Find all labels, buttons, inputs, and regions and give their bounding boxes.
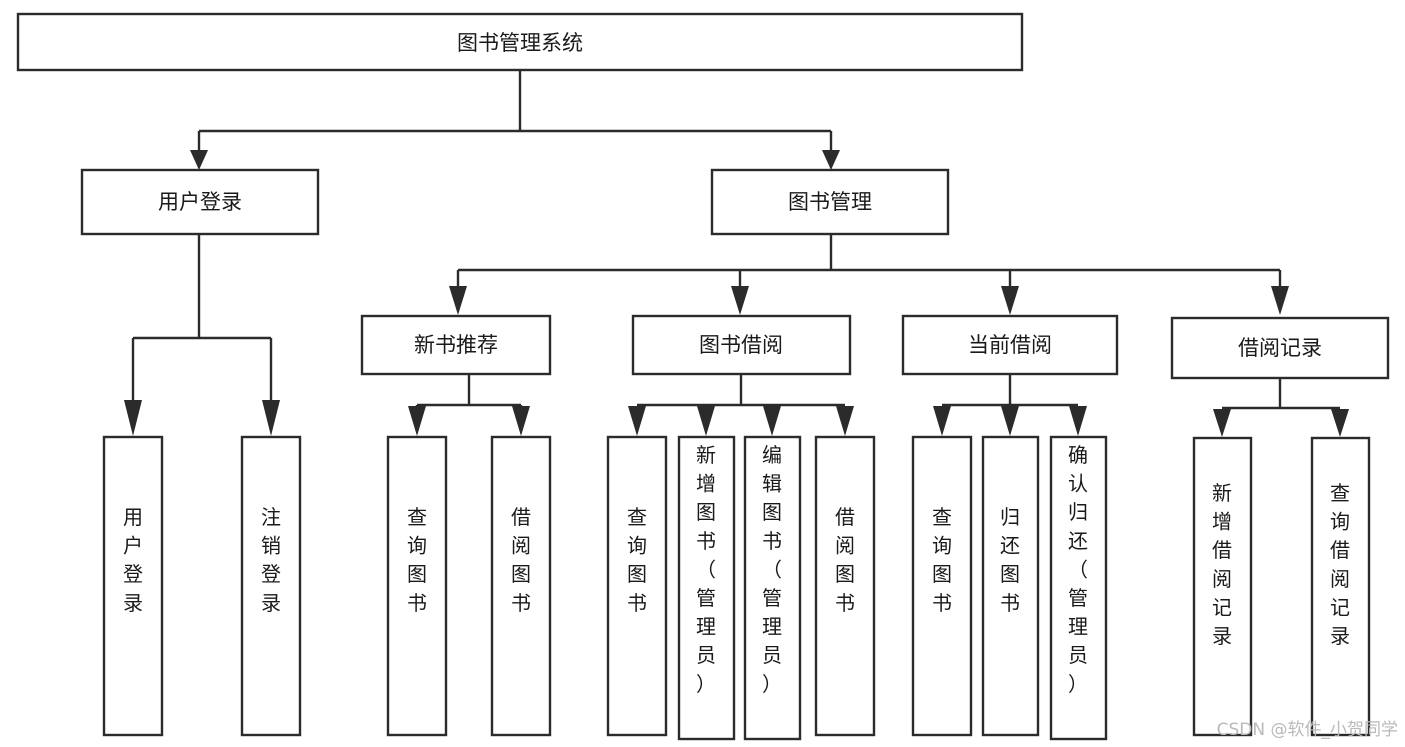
leaf-new-book-query-book[interactable]: 查询图书 bbox=[386, 435, 448, 737]
arrow-currentborrow-leaf-3 bbox=[1069, 406, 1087, 436]
leaf-current-borrow-return-book[interactable]: 归还图书 bbox=[981, 435, 1040, 737]
node-new-book-recommend[interactable]: 新书推荐 bbox=[360, 314, 552, 376]
arrow-newbook-leaf-2 bbox=[512, 406, 530, 436]
node-book-borrow-label: 图书借阅 bbox=[699, 333, 783, 357]
node-root-box bbox=[16, 12, 1024, 72]
connector-layer bbox=[124, 70, 1349, 437]
node-current-borrow-label: 当前借阅 bbox=[968, 333, 1052, 357]
leaf-label: 新增图书（管理员） bbox=[696, 443, 716, 696]
leaf-user-login-logout[interactable]: 注销登录 bbox=[240, 435, 302, 737]
leaf-label: 查询图书 bbox=[627, 505, 647, 615]
arrow-bookborrow-leaf-2 bbox=[697, 406, 715, 436]
arrow-currentborrow-leaf-1 bbox=[933, 406, 951, 436]
leaf-label: 查询图书 bbox=[932, 505, 952, 615]
node-root-book-management-system[interactable]: 图书管理系统 bbox=[16, 12, 1024, 72]
leaf-label: 查询借阅记录 bbox=[1330, 481, 1350, 648]
leaf-box bbox=[102, 435, 164, 737]
leaf-box bbox=[1192, 436, 1253, 737]
node-user-login-box bbox=[80, 168, 320, 236]
arrow-bookborrow-leaf-3 bbox=[763, 406, 781, 436]
leaf-book-borrow-add-book-admin[interactable]: 新增图书（管理员） bbox=[677, 435, 736, 741]
arrow-borrowrecord-leaf-2 bbox=[1331, 409, 1349, 437]
leaf-box bbox=[606, 435, 668, 737]
leaf-box bbox=[677, 435, 736, 741]
leaf-box bbox=[814, 435, 876, 737]
leaf-box bbox=[490, 435, 552, 737]
leaf-label: 新增借阅记录 bbox=[1212, 481, 1232, 648]
leaf-book-borrow-edit-book-admin[interactable]: 编辑图书（管理员） bbox=[743, 435, 802, 741]
leaf-label: 用户登录 bbox=[123, 505, 143, 615]
leaf-label: 借阅图书 bbox=[835, 505, 855, 615]
leaf-user-login-user-login[interactable]: 用户登录 bbox=[102, 435, 164, 737]
node-book-management-label: 图书管理 bbox=[788, 190, 872, 214]
leaf-box bbox=[240, 435, 302, 737]
leaf-label: 归还图书 bbox=[1000, 505, 1020, 615]
leaf-box bbox=[911, 435, 973, 737]
node-borrow-record[interactable]: 借阅记录 bbox=[1170, 316, 1390, 380]
arrow-bookborrow-leaf-4 bbox=[836, 406, 854, 436]
node-borrow-record-box bbox=[1170, 316, 1390, 380]
leaf-current-borrow-confirm-return-admin[interactable]: 确认归还（管理员） bbox=[1049, 435, 1108, 741]
arrow-bookborrow bbox=[731, 286, 749, 315]
node-user-login[interactable]: 用户登录 bbox=[80, 168, 320, 236]
arrow-borrowrecord bbox=[1271, 286, 1289, 315]
arrow-user-login bbox=[190, 150, 208, 170]
node-new-book-recommend-box bbox=[360, 314, 552, 376]
node-new-book-recommend-label: 新书推荐 bbox=[414, 333, 498, 357]
arrow-newbook-leaf-1 bbox=[408, 406, 426, 436]
leaf-new-book-borrow-book[interactable]: 借阅图书 bbox=[490, 435, 552, 737]
leaf-box bbox=[1049, 435, 1108, 741]
arrow-newbook bbox=[449, 286, 467, 315]
csdn-watermark: CSDN @软件_小贺同学 bbox=[1217, 720, 1398, 740]
node-book-management-box bbox=[710, 168, 950, 236]
arrow-book-manage bbox=[822, 150, 840, 170]
leaf-box bbox=[1310, 436, 1371, 737]
leaf-borrow-record-query-record[interactable]: 查询借阅记录 bbox=[1310, 436, 1371, 737]
arrow-borrowrecord-leaf-1 bbox=[1213, 409, 1231, 437]
arrow-leaf-user-login-1 bbox=[124, 400, 142, 436]
leaf-box bbox=[743, 435, 802, 741]
arrow-bookborrow-leaf-1 bbox=[628, 406, 646, 436]
leaf-label: 编辑图书（管理员） bbox=[762, 443, 782, 696]
leaf-box bbox=[386, 435, 448, 737]
node-borrow-record-label: 借阅记录 bbox=[1238, 336, 1322, 360]
leaf-label: 借阅图书 bbox=[511, 505, 531, 615]
leaf-book-borrow-query-book[interactable]: 查询图书 bbox=[606, 435, 668, 737]
leaf-label: 确认归还（管理员） bbox=[1068, 443, 1088, 696]
arrow-currentborrow bbox=[1001, 286, 1019, 315]
node-user-login-label: 用户登录 bbox=[158, 190, 242, 214]
node-book-management[interactable]: 图书管理 bbox=[710, 168, 950, 236]
leaf-borrow-record-add-record[interactable]: 新增借阅记录 bbox=[1192, 436, 1253, 737]
leaf-label: 查询图书 bbox=[407, 505, 427, 615]
leaf-box bbox=[981, 435, 1040, 737]
arrow-currentborrow-leaf-2 bbox=[1001, 406, 1019, 436]
node-current-borrow[interactable]: 当前借阅 bbox=[901, 314, 1119, 376]
node-book-borrow[interactable]: 图书借阅 bbox=[631, 314, 852, 376]
node-root-label: 图书管理系统 bbox=[457, 31, 583, 55]
node-current-borrow-box bbox=[901, 314, 1119, 376]
leaf-book-borrow-borrow-book[interactable]: 借阅图书 bbox=[814, 435, 876, 737]
arrow-leaf-user-login-2 bbox=[262, 400, 280, 436]
node-book-borrow-box bbox=[631, 314, 852, 376]
leaf-current-borrow-query-book[interactable]: 查询图书 bbox=[911, 435, 973, 737]
leaf-label: 注销登录 bbox=[261, 505, 281, 615]
